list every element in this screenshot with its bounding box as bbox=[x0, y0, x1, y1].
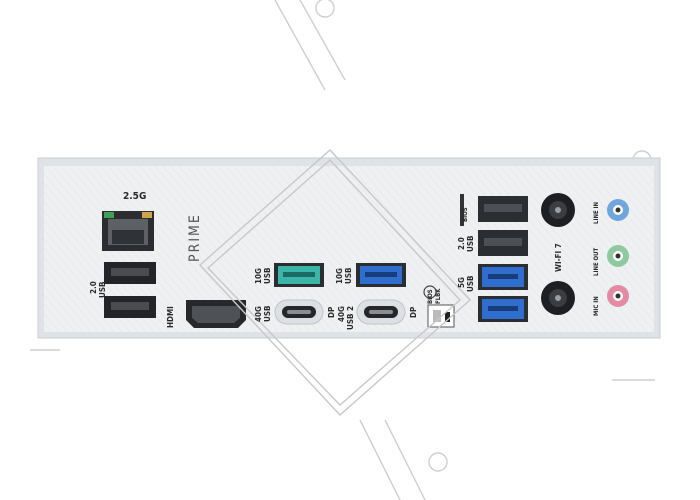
usb-blue-label-b: USB bbox=[344, 267, 353, 284]
watermark-logo bbox=[198, 149, 472, 416]
usb-c-port-1 bbox=[274, 299, 324, 325]
audio-jack-line-in bbox=[607, 199, 629, 221]
usb-40g2-label-a: 40G bbox=[337, 306, 346, 322]
usb-blue-label-a: 10G bbox=[335, 268, 344, 284]
usb2-left-label-a: 2.0 bbox=[89, 281, 98, 294]
usb2-left-ports bbox=[104, 262, 156, 318]
lan-port bbox=[102, 211, 154, 251]
line-out-label: LINE OUT bbox=[593, 247, 600, 276]
usb2-right-label-a: 2.0 bbox=[457, 237, 466, 250]
brand-label: PRIME bbox=[187, 213, 203, 262]
line-in-label: LINE IN bbox=[593, 201, 600, 224]
lan-speed-label: 2.5G bbox=[123, 191, 147, 202]
bios-label: BIOS bbox=[462, 207, 469, 222]
audio-jack-line-out bbox=[607, 245, 629, 267]
dp-label-2: DP bbox=[409, 306, 418, 318]
usb2-right-label-b: USB bbox=[466, 235, 475, 252]
hdmi-port bbox=[186, 300, 246, 328]
dp-label-1: DP bbox=[327, 306, 336, 318]
usb-10g-label-b: USB bbox=[263, 267, 272, 284]
wifi-label: WI-FI 7 bbox=[554, 243, 563, 272]
usb-c-port-2 bbox=[356, 299, 406, 325]
mic-in-label: MIC IN bbox=[593, 296, 600, 316]
wifi-antenna-1 bbox=[541, 193, 575, 227]
usb-5g-label-b: USB bbox=[466, 275, 475, 292]
usb-right-stack bbox=[460, 194, 528, 322]
usb-10g-port bbox=[274, 263, 324, 287]
bios-flbk-label-a: BIOS bbox=[427, 289, 434, 304]
usb-5g-label-a: 5G bbox=[457, 277, 466, 288]
usb-blue-port-middle bbox=[356, 263, 406, 287]
audio-jack-mic-in bbox=[607, 285, 629, 307]
usb-10g-label-a: 10G bbox=[254, 268, 263, 284]
usb-40g-label-a: 40G bbox=[254, 306, 263, 322]
usb2-mid-label: USB 2 bbox=[346, 305, 355, 330]
usb-40g-label-b: USB bbox=[263, 305, 272, 322]
wifi-antenna-2 bbox=[541, 281, 575, 315]
usb2-left-label-b: USB bbox=[98, 281, 107, 298]
hdmi-label: HDMI bbox=[166, 306, 175, 328]
bios-flbk-label-b: FLBK bbox=[435, 288, 442, 304]
